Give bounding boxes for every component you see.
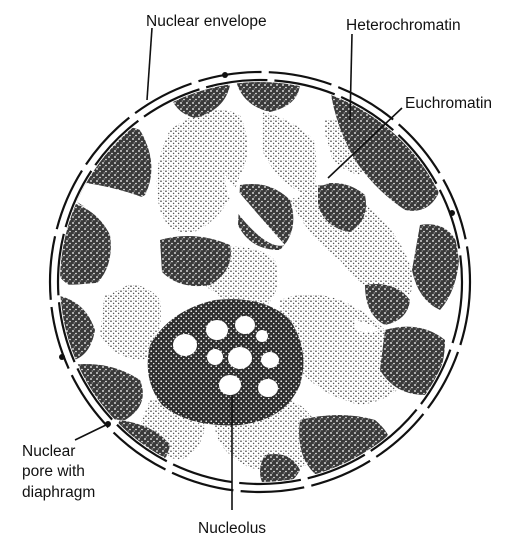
- label-nucleolus: Nucleolus: [198, 520, 266, 537]
- label-heterochromatin: Heterochromatin: [346, 17, 461, 34]
- label-nuclear-envelope: Nuclear envelope: [146, 13, 267, 30]
- label-nuclear-pore-line2: pore with: [22, 463, 85, 480]
- label-nuclear-pore-line1: Nuclear: [22, 443, 75, 460]
- leader-nuclear-pore: [75, 424, 108, 440]
- label-euchromatin: Euchromatin: [405, 95, 492, 112]
- leader-nuclear-envelope: [147, 28, 152, 100]
- label-nuclear-pore-line3: diaphragm: [22, 484, 95, 501]
